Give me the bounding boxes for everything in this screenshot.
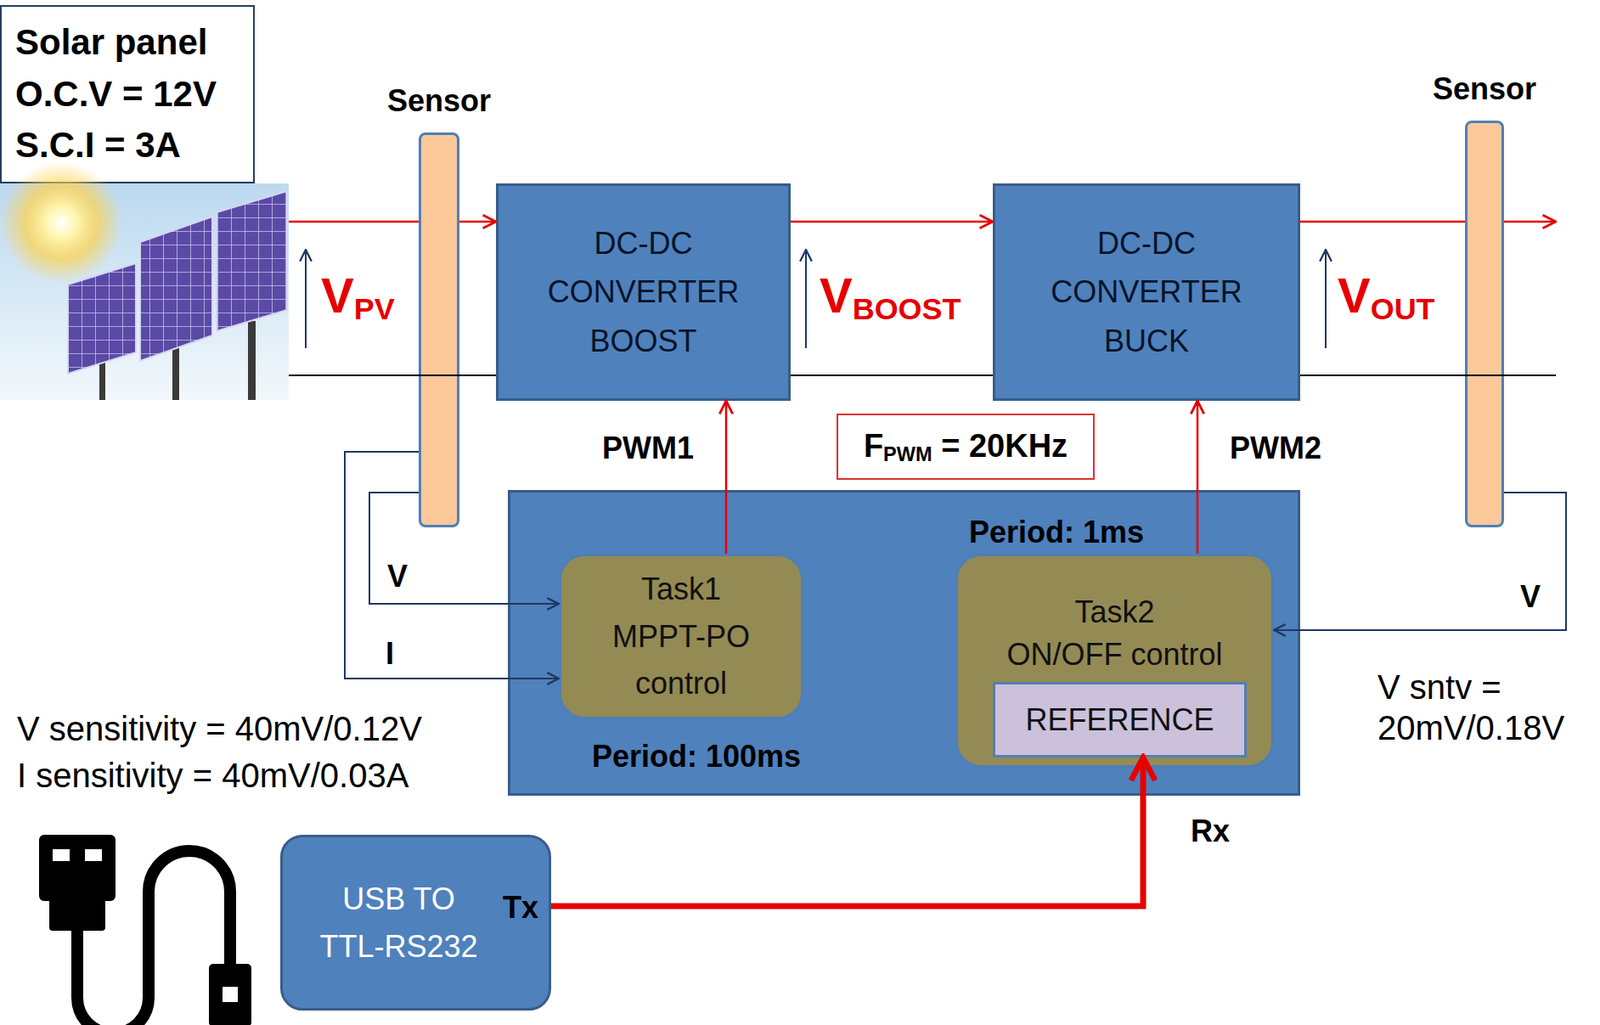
solar-module [140, 216, 213, 361]
voltage-label: VBOOST [819, 268, 962, 326]
symbol-main: V [321, 267, 355, 323]
controller-box: Task1MPPT-PO controlREFERENCE Task2ON/OFF… [507, 490, 1301, 796]
positive-wire [288, 220, 419, 224]
usb-plug-neck [49, 898, 106, 931]
signal-label: V [387, 558, 408, 594]
power-connector [1300, 220, 1465, 224]
usb-plug-contact [222, 986, 238, 1003]
sensor-label: Sensor [387, 83, 491, 119]
usb-plug-contact [84, 849, 102, 862]
pin-name: Rx [1190, 813, 1230, 849]
reference-name: REFERENCE [1025, 701, 1214, 739]
power-connector [459, 220, 496, 224]
symbol-subscript: OUT [1370, 291, 1436, 327]
sensor-sensitivity: V sensitivity = 40mV/0.12V [16, 709, 423, 749]
text-column: Task1MPPT-PO control [591, 565, 771, 708]
usb-plug [208, 963, 252, 1025]
task-function: ON/OFF control [1006, 633, 1223, 677]
converter-name: DC-DC CONVERTER BOOST [533, 219, 755, 367]
frequency-box: FPWM = 20KHz [836, 413, 1095, 480]
text-column: DC-DC CONVERTER BUCK [1036, 219, 1257, 367]
solar-panel-illustration [0, 161, 289, 400]
text-column: Task2ON/OFF control [974, 591, 1256, 677]
signal-label: PWM1 [602, 430, 694, 466]
text-column: REFERENCE [1025, 701, 1214, 739]
symbol-main: V [819, 267, 853, 323]
voltage-arrow [805, 249, 807, 349]
text-column: Solar panelO.C.V = 12VS.C.I = 3A [15, 16, 217, 173]
symbol-subscript: PV [354, 291, 395, 327]
sensor-sensitivity: V sntv = 20mV/0.18V [1377, 666, 1590, 749]
task-period: Period: 100ms [591, 738, 801, 774]
task-box: REFERENCE Task2ON/OFF control [955, 553, 1274, 768]
sensor-bar: Sensor [418, 132, 460, 528]
sensor-sensitivity: I sensitivity = 40mV/0.03A [16, 755, 409, 795]
positive-wire [1504, 220, 1556, 224]
pin-name: Tx [502, 890, 539, 925]
solar-module [67, 263, 136, 374]
symbol-value: = 20KHz [932, 428, 1068, 464]
signal-label: V [1520, 579, 1541, 615]
panel-title: Solar panel [15, 16, 208, 69]
converter-box: DC-DC CONVERTER BUCK [992, 183, 1301, 401]
task-name: Task1 [641, 565, 722, 614]
signal-label: PWM2 [1229, 430, 1322, 466]
reference-box: REFERENCE [992, 681, 1247, 758]
task-name: Task2 [1074, 591, 1155, 634]
task-function: MPPT-PO control [591, 613, 771, 709]
voltage-label: VOUT [1337, 268, 1436, 326]
return-wire [1300, 374, 1556, 377]
signal-label: I [385, 636, 395, 671]
measurement-wire [1273, 492, 1567, 631]
pwm-signal [1196, 400, 1200, 554]
symbol-main: F [863, 428, 884, 464]
text-column: FPWM = 20KHz [863, 427, 1068, 467]
power-connector [790, 220, 993, 224]
panel-pole [247, 321, 256, 400]
power-wires [288, 221, 1556, 376]
text-column: USB TO TTL-RS232 [309, 875, 489, 971]
symbol-main: V [1337, 267, 1371, 323]
solar-module [216, 191, 288, 332]
symbol-subscript: BOOST [852, 291, 962, 327]
usb-plug [39, 834, 116, 902]
usb-cable-icon [39, 834, 252, 1025]
pwm-frequency: FPWM = 20KHz [863, 427, 1068, 467]
sensor-label: Sensor [1432, 71, 1537, 107]
adapter-name: USB TO TTL-RS232 [309, 875, 489, 971]
usb-adapter-box: USB TO TTL-RS232 Tx [280, 834, 552, 1011]
converter-box: DC-DC CONVERTER BOOST [495, 183, 791, 401]
sensor-bar: Sensor [1464, 120, 1505, 528]
pwm-signal [725, 400, 728, 554]
symbol-subscript: PWM [883, 443, 933, 466]
short-circuit-current: S.C.I = 3A [15, 119, 181, 172]
info-box: Solar panelO.C.V = 12VS.C.I = 3A [0, 5, 255, 184]
converter-name: DC-DC CONVERTER BUCK [1036, 219, 1257, 367]
sun [0, 161, 123, 284]
voltage-arrow [1324, 249, 1327, 349]
voltage-arrow [304, 249, 307, 349]
open-circuit-voltage: O.C.V = 12V [15, 68, 217, 121]
task-box: Task1MPPT-PO control [558, 553, 804, 720]
return-wire [288, 374, 496, 377]
return-wire [790, 374, 993, 377]
text-column: DC-DC CONVERTER BOOST [533, 219, 755, 367]
task-period: Period: 1ms [969, 514, 1144, 550]
usb-plug-contact [52, 849, 70, 862]
panel-pole [172, 343, 180, 400]
voltage-label: VPV [321, 268, 395, 326]
